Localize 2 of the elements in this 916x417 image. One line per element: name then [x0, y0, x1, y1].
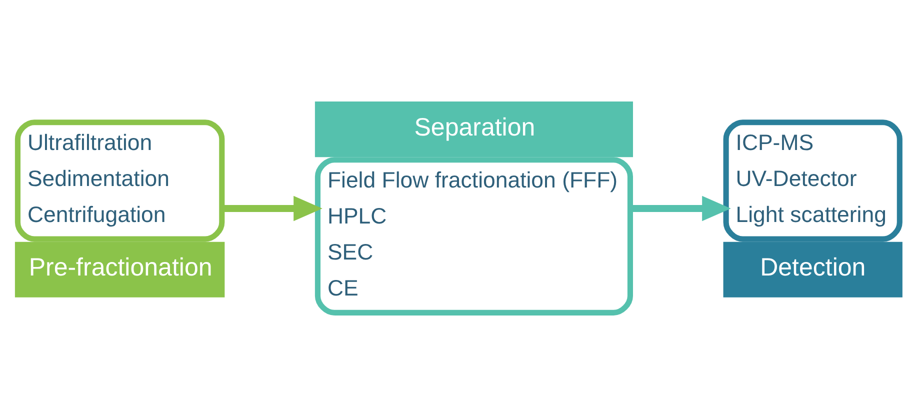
- arrow: [632, 196, 731, 222]
- arrow: [224, 196, 322, 222]
